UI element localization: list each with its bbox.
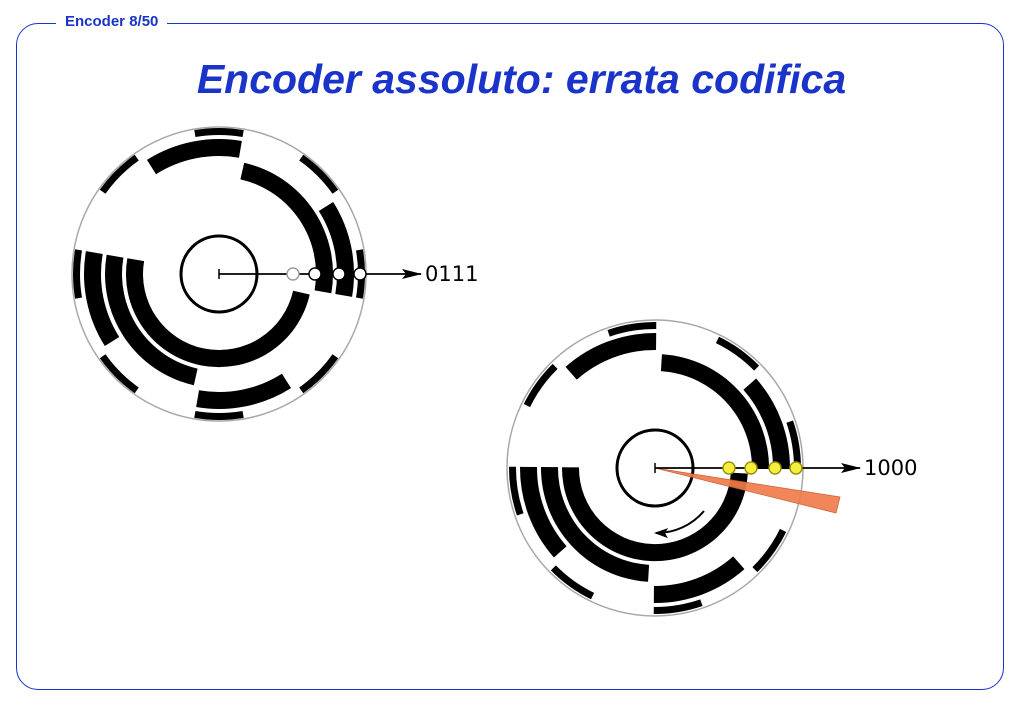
track-segment <box>743 378 790 470</box>
track-segment <box>786 420 801 470</box>
readout-code: 0111 <box>425 262 478 286</box>
sensor-bit-2 <box>768 461 782 475</box>
track-segment <box>105 254 198 386</box>
track-segment <box>84 251 120 347</box>
sensor-bit-2 <box>332 267 346 281</box>
sensor-row <box>722 461 803 475</box>
misalignment-wedge <box>654 467 841 514</box>
track-segment <box>299 354 339 394</box>
section-name: Encoder <box>65 13 126 30</box>
track-segment <box>540 467 650 582</box>
readout-code: 1000 <box>864 456 917 480</box>
sensor-bit-1 <box>308 267 322 281</box>
track-segment <box>752 528 787 573</box>
slide-frame <box>16 23 1004 690</box>
track-segment <box>509 466 524 516</box>
track-segment <box>550 565 595 600</box>
slide-header: Encoder 8/50 <box>56 12 168 32</box>
track-segment <box>523 363 558 408</box>
page-separator: / <box>137 13 142 30</box>
track-segment <box>240 162 333 294</box>
track-segment <box>653 556 745 603</box>
rotation-arrow <box>654 510 705 539</box>
page-current: 8 <box>129 13 138 30</box>
disk-tracks <box>509 322 801 614</box>
sensor-bit-1 <box>744 461 758 475</box>
encoder-disk-left: 0111 <box>71 126 478 422</box>
track-segment <box>196 373 292 409</box>
sensor-bit-0 <box>286 267 300 281</box>
track-segment <box>99 154 139 194</box>
track-segment <box>146 139 242 175</box>
track-segment <box>194 128 244 138</box>
sensor-row <box>286 267 367 281</box>
track-segment <box>520 466 567 558</box>
track-segment <box>194 410 244 420</box>
track-segment <box>99 354 139 394</box>
sensor-bit-0 <box>722 461 736 475</box>
track-segment <box>73 249 83 299</box>
track-segment <box>125 258 310 368</box>
sensor-bit-3 <box>789 461 803 475</box>
track-segment <box>715 336 760 371</box>
sensor-bit-3 <box>353 267 367 281</box>
page-total: 50 <box>141 13 159 30</box>
track-segment <box>660 354 770 469</box>
slide-title: Encoder assoluto: errata codifica <box>196 56 847 102</box>
encoder-disk-right: 1000 <box>506 319 917 617</box>
track-segment <box>561 467 748 562</box>
track-segment <box>653 599 703 614</box>
track-segment <box>299 154 339 194</box>
track-segment <box>565 333 657 380</box>
track-segment <box>607 322 657 337</box>
